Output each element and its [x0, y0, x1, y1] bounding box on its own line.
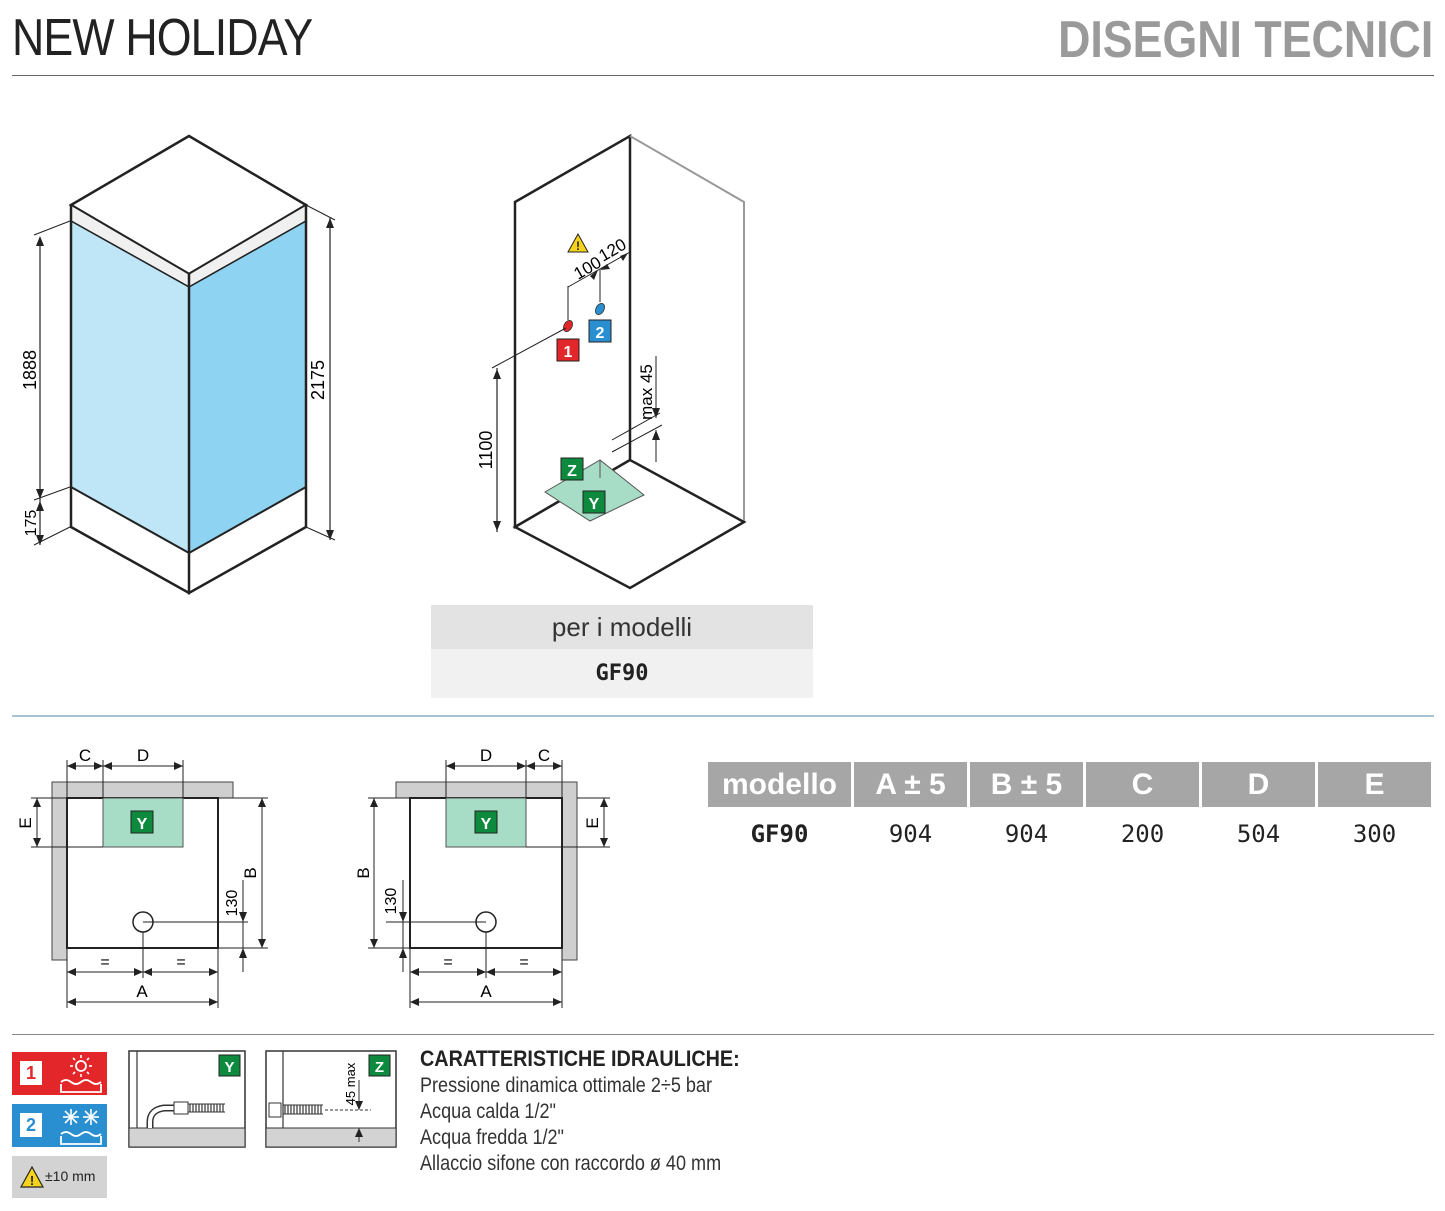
cold-marker — [588, 319, 612, 343]
dim-b-right: B — [354, 867, 373, 878]
z-marker-label: Z — [567, 463, 577, 480]
hydraulics-title: CARATTERISTICHE IDRAULICHE: — [420, 1046, 740, 1071]
dim-e-left: E — [16, 817, 35, 828]
snowflake-water-icon — [60, 1109, 102, 1145]
cabin-isometric-drawing: 1888 175 2175 — [20, 134, 336, 595]
y-marker-plan-right: Y — [481, 816, 492, 833]
cell-c: 200 — [1120, 820, 1165, 848]
detail-z-drawing: 45 max Z — [265, 1050, 397, 1148]
eq-right-1: = — [443, 954, 452, 971]
dim-1888-label: 1888 — [20, 350, 40, 390]
col-b: B ± 5 — [970, 762, 1083, 807]
col-c: C — [1086, 762, 1199, 807]
col-e: E — [1318, 762, 1431, 807]
cell-model: GF90 — [750, 820, 809, 848]
hydraulics-line-hot: Acqua calda 1/2" — [420, 1100, 556, 1123]
dim-2175-label: 2175 — [308, 360, 328, 400]
col-a: A ± 5 — [854, 762, 967, 807]
dim-e-right: E — [583, 817, 602, 828]
sun-water-icon — [60, 1055, 102, 1093]
col-d: D — [1202, 762, 1315, 807]
warning-icon — [567, 232, 589, 253]
dim-130-left: 130 — [224, 890, 241, 917]
cold-water-number: 2 — [20, 1113, 42, 1137]
models-value: GF90 — [431, 649, 813, 698]
tolerance-text: ±10 mm — [45, 1168, 96, 1184]
dim-c-right: C — [538, 746, 550, 765]
plan-right-drawing: Y D C E B 130 = = A — [354, 746, 610, 1008]
warning-icon-legend: ! — [20, 1166, 44, 1188]
dim-d-right: D — [480, 746, 492, 765]
section-divider — [12, 715, 1434, 717]
hot-marker — [556, 338, 580, 362]
cell-a: 904 — [888, 820, 933, 848]
table-header-row: modello A ± 5 B ± 5 C D E — [708, 762, 1431, 807]
eq-left-2: = — [176, 954, 185, 971]
svg-text:!: ! — [30, 1173, 34, 1188]
z-marker-detail: Z — [375, 1059, 384, 1076]
dim-175-label: 175 — [23, 510, 40, 537]
detail-y-drawing: Y — [128, 1050, 246, 1148]
svg-text:!: ! — [576, 239, 580, 253]
cold-marker-label: 2 — [596, 325, 605, 342]
models-header: per i modelli — [431, 605, 813, 649]
eq-left-1: = — [100, 954, 109, 971]
cell-b: 904 — [1004, 820, 1049, 848]
cell-d: 504 — [1236, 820, 1281, 848]
dim-130-right: 130 — [383, 888, 400, 915]
dim-max45-label: max 45 — [637, 364, 656, 420]
hot-marker-label: 1 — [564, 344, 573, 361]
cold-inlet-dot — [595, 303, 605, 315]
dimensions-table: modello A ± 5 B ± 5 C D E GF90 904 904 2… — [705, 762, 1434, 861]
table-row: GF90 904 904 200 504 300 — [708, 807, 1431, 861]
dim-d-left: D — [137, 746, 149, 765]
hydraulics-line-cold: Acqua fredda 1/2" — [420, 1126, 564, 1149]
section-title: DISEGNI TECNICI — [1057, 11, 1433, 69]
detail-45max-label: 45 max — [343, 1062, 358, 1105]
legend-divider — [12, 1034, 1434, 1035]
z-marker — [560, 457, 584, 481]
tolerance-tile: ! ±10 mm — [12, 1156, 107, 1198]
cell-e: 300 — [1352, 820, 1397, 848]
hydraulics-line-pressure: Pressione dinamica ottimale 2÷5 bar — [420, 1074, 712, 1097]
cold-water-tile: 2 — [12, 1104, 107, 1147]
plan-left-drawing: Y C D E B 130 = = A — [16, 746, 268, 1008]
y-marker-plan-left: Y — [137, 816, 148, 833]
hot-water-number: 1 — [20, 1061, 42, 1085]
y-marker-label: Y — [589, 496, 600, 513]
models-box: per i modelli GF90 — [431, 605, 813, 698]
connections-isometric-drawing: 100 120 ! 1100 max 45 1 2 Z Y — [476, 133, 747, 590]
header-divider — [12, 75, 1434, 76]
hot-water-tile: 1 — [12, 1052, 107, 1095]
hydraulics-line-drain: Allaccio sifone con raccordo ø 40 mm — [420, 1152, 722, 1175]
dim-c-left: C — [79, 746, 91, 765]
y-marker-detail: Y — [224, 1059, 234, 1076]
y-marker — [582, 490, 606, 514]
dim-b-left: B — [241, 867, 260, 878]
page-title: NEW HOLIDAY — [12, 9, 313, 67]
dim-1100-label: 1100 — [476, 431, 496, 470]
hot-inlet-dot — [563, 320, 573, 332]
dim-a-left: A — [136, 982, 148, 1001]
dim-a-right: A — [480, 982, 492, 1001]
eq-right-2: = — [519, 954, 528, 971]
col-modello: modello — [708, 762, 851, 807]
